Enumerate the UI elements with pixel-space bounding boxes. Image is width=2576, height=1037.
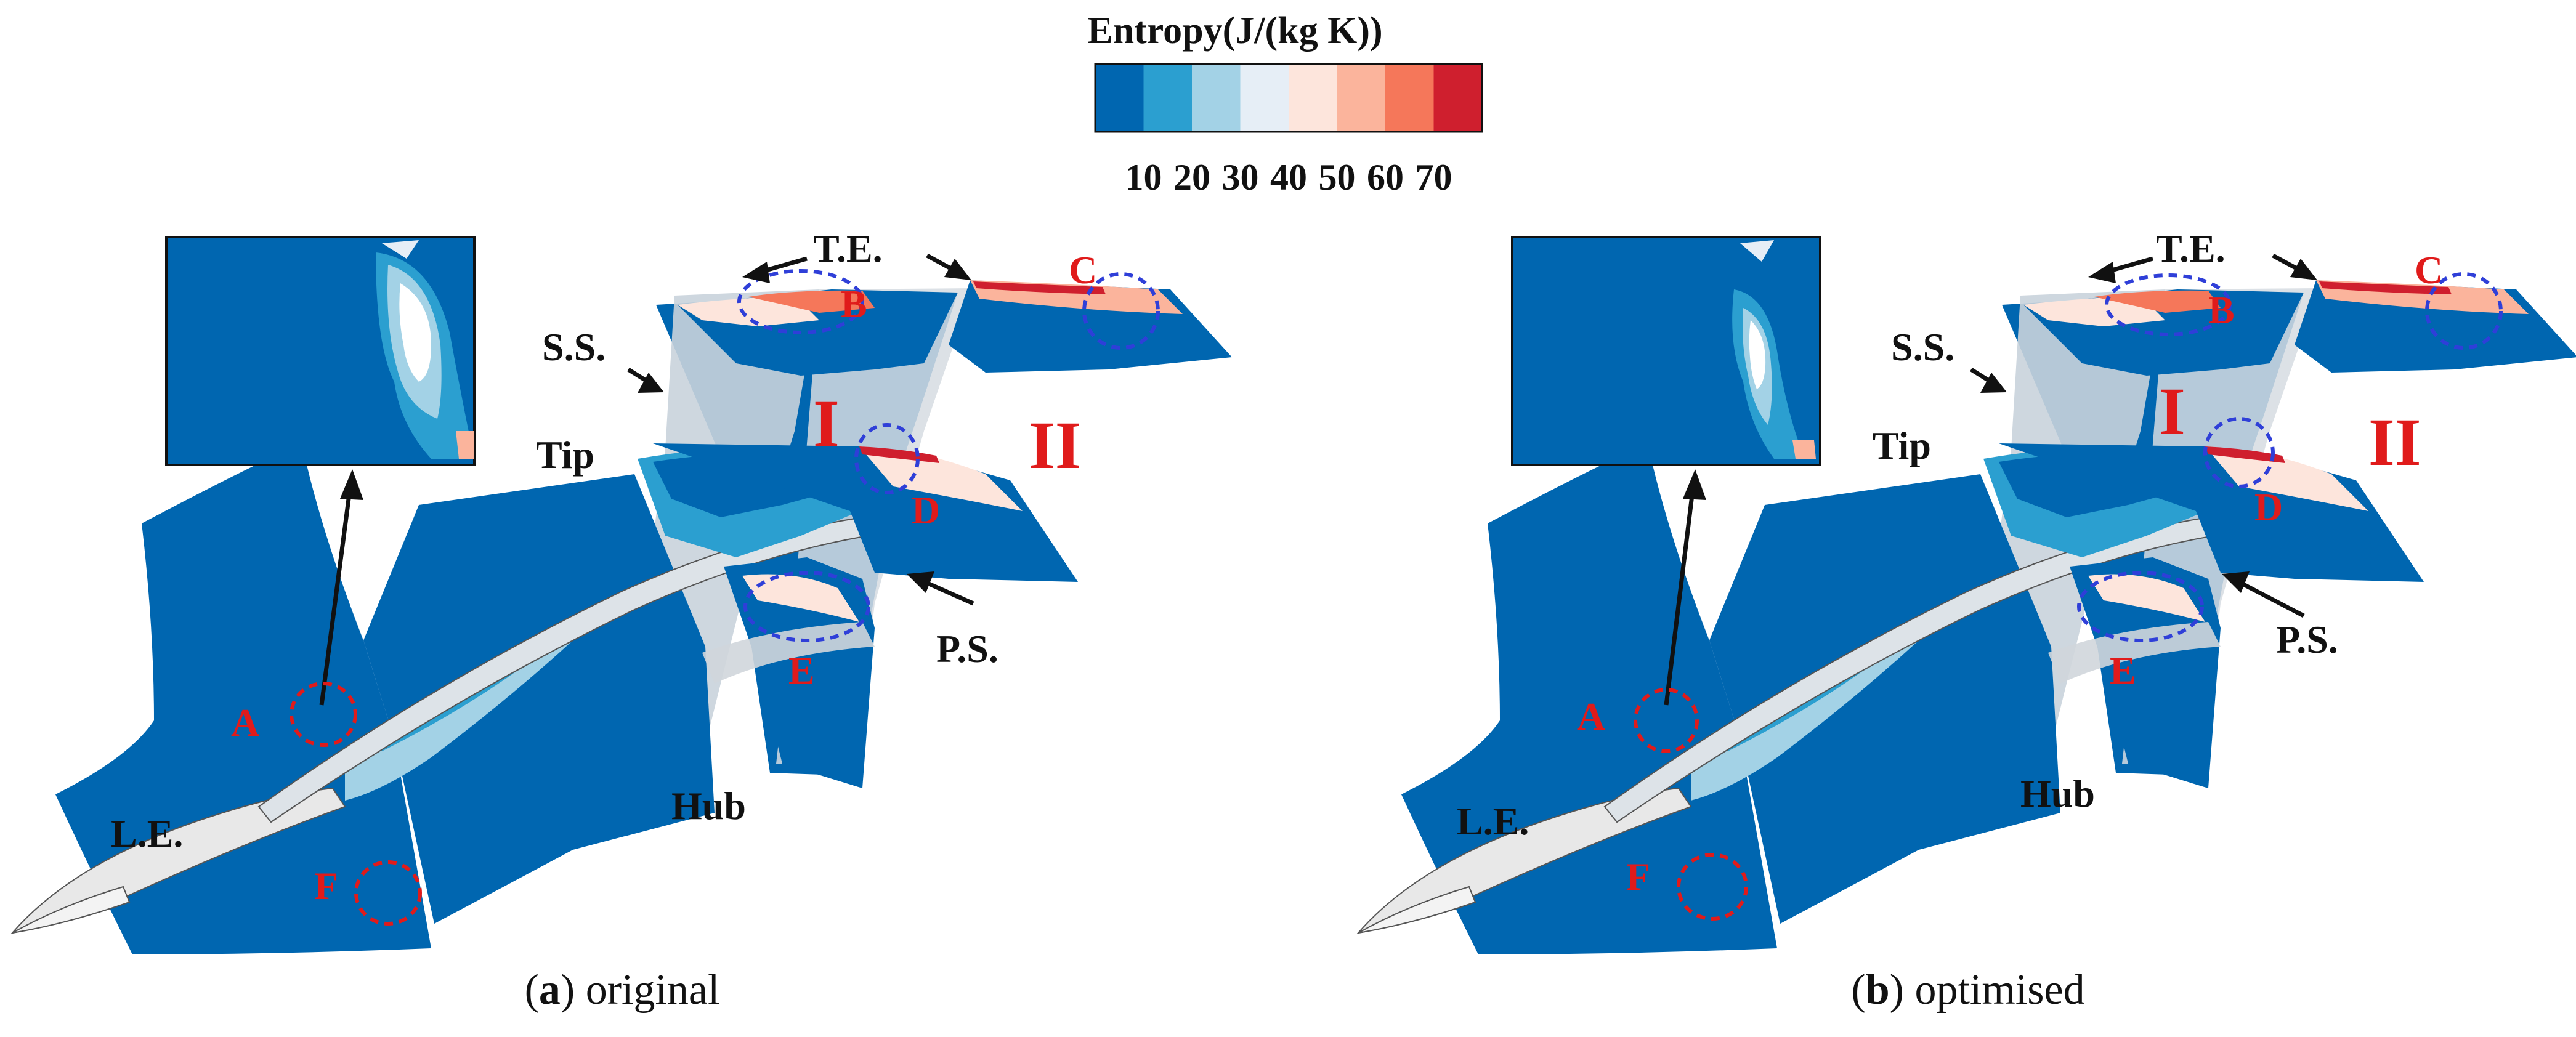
inset-pointer-head (340, 469, 363, 500)
label-hub: Hub (671, 784, 746, 828)
colorbar-tick-label: 50 (1319, 157, 1356, 198)
region-a-circle (290, 682, 357, 747)
te-arrows (742, 253, 971, 283)
region-c-circle-optimised (2425, 272, 2503, 350)
region-c-circle (1082, 272, 1160, 350)
label-region-c-optimised: C (2415, 248, 2443, 292)
label-ps-optimised: P.S. (2276, 618, 2338, 661)
te-arrows-optimised (2088, 253, 2317, 283)
ss-arrow (627, 368, 664, 393)
inset-pointer-optimised (1664, 480, 1696, 706)
panel-original-geometry (11, 236, 1233, 956)
label-region-c: C (1069, 248, 1097, 292)
label-te-optimised: T.E. (2156, 227, 2226, 270)
region-f-circle (354, 860, 422, 926)
caption-paren-open-optimised: ( (1851, 966, 1865, 1014)
label-region-b: B (841, 282, 867, 326)
label-row-two: II (1029, 408, 1082, 483)
label-region-d: D (912, 488, 940, 532)
inset-pointer-head-optimised (1683, 469, 1706, 500)
region-d-circle-optimised (2203, 417, 2275, 488)
colorbar-tick-label: 60 (1367, 157, 1404, 198)
label-ps: P.S. (936, 627, 998, 671)
label-te: T.E. (813, 227, 883, 270)
colorbar-swatch (1192, 64, 1241, 132)
region-b-circle-optimised (2105, 273, 2232, 336)
label-hub-optimised: Hub (2020, 772, 2095, 815)
region-d-circle (854, 423, 920, 494)
inset-zoom-optimised (1732, 240, 1816, 459)
label-region-f: F (314, 864, 338, 908)
label-le: L.E. (111, 812, 183, 855)
inset-zoom-original (376, 240, 474, 459)
label-region-a-optimised: A (1577, 695, 1605, 738)
colorbar-title: Entropy(J/(kg K)) (1087, 10, 1382, 52)
label-le-optimised: L.E. (1457, 799, 1529, 843)
inset-pointer (319, 480, 354, 706)
label-row-one: I (813, 386, 840, 461)
label-region-b-optimised: B (2208, 288, 2235, 332)
colorbar-swatch (1433, 64, 1483, 132)
colorbar: Entropy(J/(kg K)) 10 20 30 40 50 60 70 (1087, 10, 1483, 198)
label-tip: Tip (536, 433, 594, 477)
colorbar-swatch (1095, 64, 1144, 132)
region-a-circle-optimised (1634, 688, 1699, 753)
colorbar-swatches (1095, 64, 1483, 132)
colorbar-swatch (1240, 64, 1289, 132)
ps-arrow-optimised (2222, 571, 2305, 618)
colorbar-tick-label: 40 (1270, 157, 1307, 198)
caption-original: (a) original (525, 966, 720, 1014)
panel-original: T.E. S.S. Tip P.S. Hub L.E. I II A B C D… (11, 227, 1233, 1014)
region-e-circle (743, 571, 870, 642)
colorbar-swatch (1289, 64, 1337, 132)
colorbar-swatch (1143, 64, 1193, 132)
panel-optimised-geometry (1357, 236, 2576, 956)
caption-text: original (586, 966, 720, 1014)
label-region-e: E (788, 648, 815, 692)
label-region-d-optimised: D (2254, 485, 2283, 529)
caption-paren-open: ( (525, 966, 539, 1014)
caption-letter: a (539, 966, 561, 1014)
colorbar-tick-label: 30 (1222, 157, 1259, 198)
region-e-circle-optimised (2077, 571, 2204, 642)
caption-paren-close-optimised: ) (1890, 966, 1915, 1014)
colorbar-swatch (1385, 64, 1434, 132)
label-tip-optimised: Tip (1873, 424, 1931, 467)
region-b-circle (737, 269, 864, 334)
label-row-one-optimised: I (2159, 374, 2185, 449)
caption-optimised: (b) optimised (1851, 966, 2084, 1014)
caption-letter-optimised: b (1866, 966, 1890, 1014)
colorbar-tick-label: 70 (1416, 157, 1452, 198)
label-ss: S.S. (542, 325, 606, 369)
ps-arrow (907, 571, 974, 606)
colorbar-tick-label: 10 (1125, 157, 1162, 198)
label-region-f-optimised: F (1626, 855, 1650, 898)
region-f-circle-optimised (1677, 853, 1748, 921)
ss-arrow-optimised (1970, 368, 2007, 393)
caption-paren-close: ) (561, 966, 586, 1014)
label-region-a: A (231, 701, 259, 744)
caption-text-optimised: optimised (1914, 966, 2084, 1014)
label-ss-optimised: S.S. (1891, 325, 1954, 369)
panel-optimised: T.E. S.S. Tip P.S. Hub L.E. I II A B C D… (1357, 227, 2576, 1014)
colorbar-ticks: 10 20 30 40 50 60 70 (1125, 157, 1452, 198)
colorbar-swatch (1337, 64, 1386, 132)
colorbar-tick-label: 20 (1173, 157, 1210, 198)
label-row-two-optimised: II (2368, 405, 2421, 480)
label-region-e-optimised: E (2110, 648, 2136, 692)
colorbar-frame (1094, 63, 1483, 133)
